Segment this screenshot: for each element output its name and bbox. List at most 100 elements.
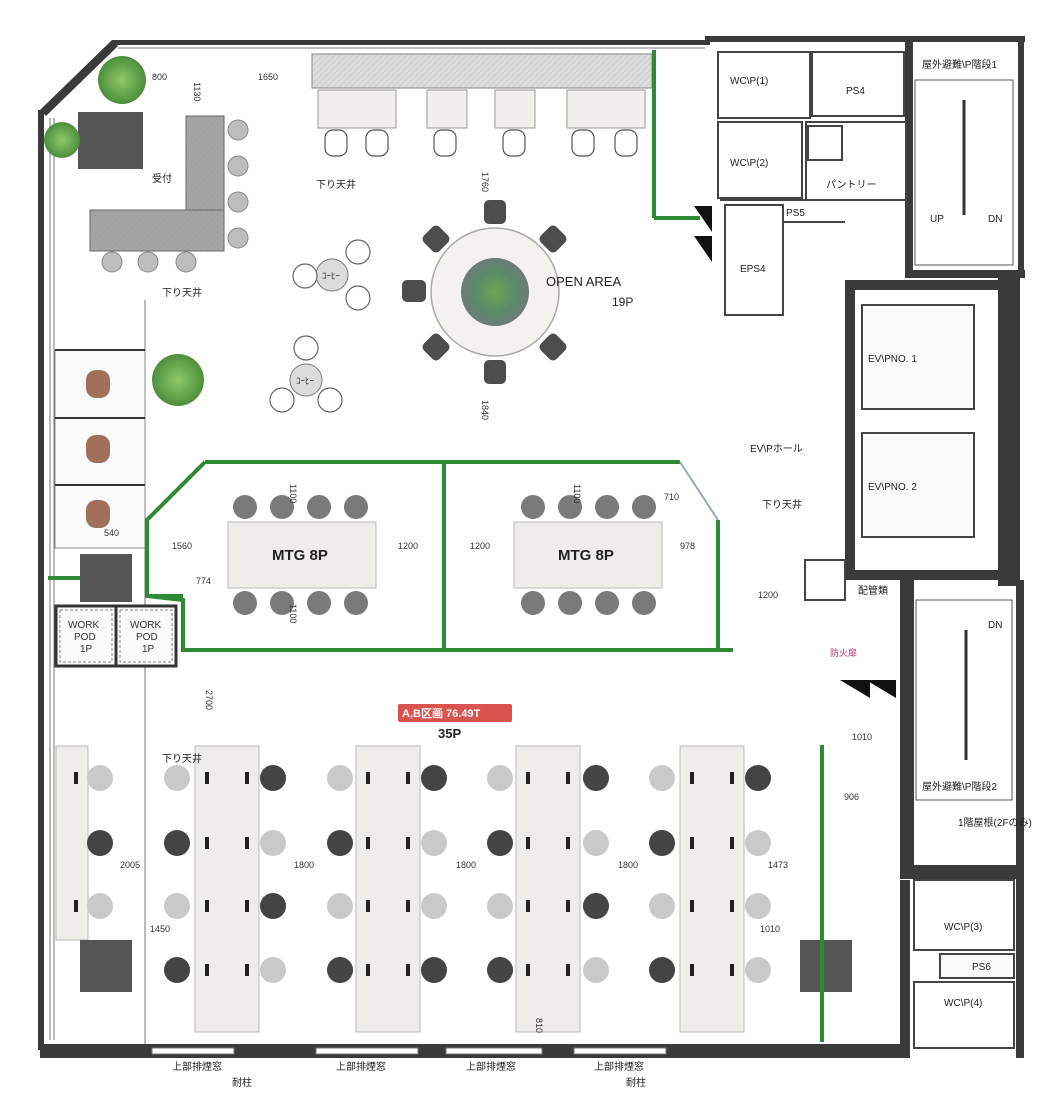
eps4-label: EPS4 [740, 264, 766, 275]
dim-desk4: 1800 [618, 860, 638, 870]
wc-p2-label: WC\P(2) [730, 158, 768, 169]
dim-mtg-right: 978 [680, 541, 695, 551]
dim-desk6: 1450 [150, 924, 170, 934]
pod-1-line1: WORK [68, 620, 99, 631]
lounge-seats [54, 349, 146, 549]
dim-mtg-up1: 1100 [288, 484, 298, 503]
dim-desk2: 1800 [294, 860, 314, 870]
pillar-left-mid [80, 554, 132, 602]
window-label-2: 上部排煙窓 [336, 1060, 386, 1073]
dim-mtg-up2: 1100 [572, 484, 582, 503]
dim-mtg-diag1: 774 [196, 576, 211, 586]
meeting-glass-diag [679, 461, 719, 521]
dim-desk5: 1473 [768, 860, 788, 870]
pod-1-line3: 1P [80, 644, 93, 655]
wc-p4-label: WC\P(4) [944, 998, 982, 1009]
outer-walls [38, 36, 1025, 1058]
mtg-room-2-name: MTG 8P [558, 547, 614, 564]
ev-shafts [861, 304, 975, 538]
desk-chairs-dark [87, 765, 771, 983]
pipe-label: 配管類 [858, 584, 888, 597]
sagari-label-4: 下り天井 [162, 752, 202, 765]
pillar-label-1: 耐柱 [232, 1076, 252, 1089]
pink-label: 防火扉 [830, 647, 857, 658]
plants [44, 56, 204, 406]
desk-chairs-light [87, 765, 771, 983]
wc-bottom [913, 879, 1015, 1049]
pillar-top-right [807, 125, 843, 161]
mtg-table-2 [513, 521, 663, 589]
service-walls [717, 51, 907, 316]
stair-triangles [694, 206, 896, 698]
monitor-marks [74, 772, 734, 976]
dim-top3: 1650 [258, 72, 278, 82]
pillar-right-bottom [800, 940, 852, 992]
stair-2 [915, 599, 1013, 801]
dim-desk3: 1800 [456, 860, 476, 870]
pillar-left-bottom [80, 940, 132, 992]
reception-counter [89, 115, 225, 252]
sagari-label-2: 下り天井 [162, 286, 202, 299]
open-area-capacity: 19P [612, 295, 633, 309]
coffee-table-1 [292, 239, 371, 311]
dim-1200-right: 1200 [758, 590, 778, 600]
ev-hall-label: EV\Pホール [750, 443, 803, 455]
pod-2-line1: WORK [130, 620, 161, 631]
dim-top2: 1130 [192, 82, 202, 101]
ps6-label: PS6 [972, 962, 991, 973]
dim-mtg-diag2: 710 [664, 492, 679, 502]
ps4-top-label: PS4 [846, 86, 865, 97]
window-label-1: 上部排煙窓 [172, 1060, 222, 1073]
pod-2-line2: POD [136, 632, 158, 643]
mtg-table-1 [227, 521, 377, 589]
mtg-chairs-2 [521, 495, 656, 615]
counter-stools [101, 119, 249, 273]
dim-vert-2700: 2700 [204, 690, 214, 710]
stair1-dn: DN [988, 214, 1002, 225]
open-area-name: OPEN AREA [546, 274, 621, 289]
dark-pillar-top [78, 112, 143, 169]
pod-1-line2: POD [74, 632, 96, 643]
stair2-dn: DN [988, 620, 1002, 631]
note-2f: 1階屋根(2Fのみ) [958, 816, 1032, 829]
coffee-table-2-label: ｺｰﾋｰ [296, 376, 315, 386]
pod-2-line3: 1P [142, 644, 155, 655]
window-label-3: 上部排煙窓 [466, 1060, 516, 1073]
top-chairs [324, 129, 638, 157]
sagari-label-3: 下り天井 [762, 498, 802, 511]
stair1-up: UP [930, 214, 944, 225]
dim-mtg-dn1: 1100 [288, 604, 298, 623]
dim-desk1: 2005 [120, 860, 140, 870]
coffee-table-1-label: ｺｰﾋｰ [322, 271, 341, 281]
open-area-table [402, 200, 567, 384]
dim-bottom: 810 [534, 1018, 544, 1033]
stair2-label: 屋外避難\P階段2 [922, 780, 997, 793]
mtg-chairs-1 [233, 495, 368, 615]
stair-1 [914, 79, 1014, 266]
zone-capacity: 35P [438, 726, 461, 741]
zone-badge-bg [398, 704, 512, 722]
dim-top1: 800 [152, 72, 167, 82]
dim-center-vert: 1840 [480, 400, 490, 420]
zone-badge-text: A,B区画 76.49T [402, 707, 481, 720]
dim-906: 906 [844, 792, 859, 802]
counter-label: 受付 [152, 172, 172, 185]
counter-hatch [312, 54, 652, 88]
pillar-label-2: 耐柱 [626, 1076, 646, 1089]
dim-top-vert: 1760 [480, 172, 490, 192]
dim-mtg-mid1: 1200 [398, 541, 418, 551]
pantry-label: パントリー [826, 179, 877, 191]
coffee-table-2 [269, 335, 343, 413]
dim-1010-right: 1010 [852, 732, 872, 742]
wc-p1-label: WC\P(1) [730, 76, 768, 87]
wc-p3-label: WC\P(3) [944, 922, 982, 933]
dim-pod: 540 [104, 528, 119, 538]
pillar-ev-hall [804, 559, 846, 601]
mtg-room-1-name: MTG 8P [272, 547, 328, 564]
sagari-label-1: 下り天井 [316, 178, 356, 191]
top-desks [317, 89, 646, 129]
dim-desk7: 1010 [760, 924, 780, 934]
ev1-label: EV\PNO. 1 [868, 354, 917, 365]
window-label-4: 上部排煙窓 [594, 1060, 644, 1073]
